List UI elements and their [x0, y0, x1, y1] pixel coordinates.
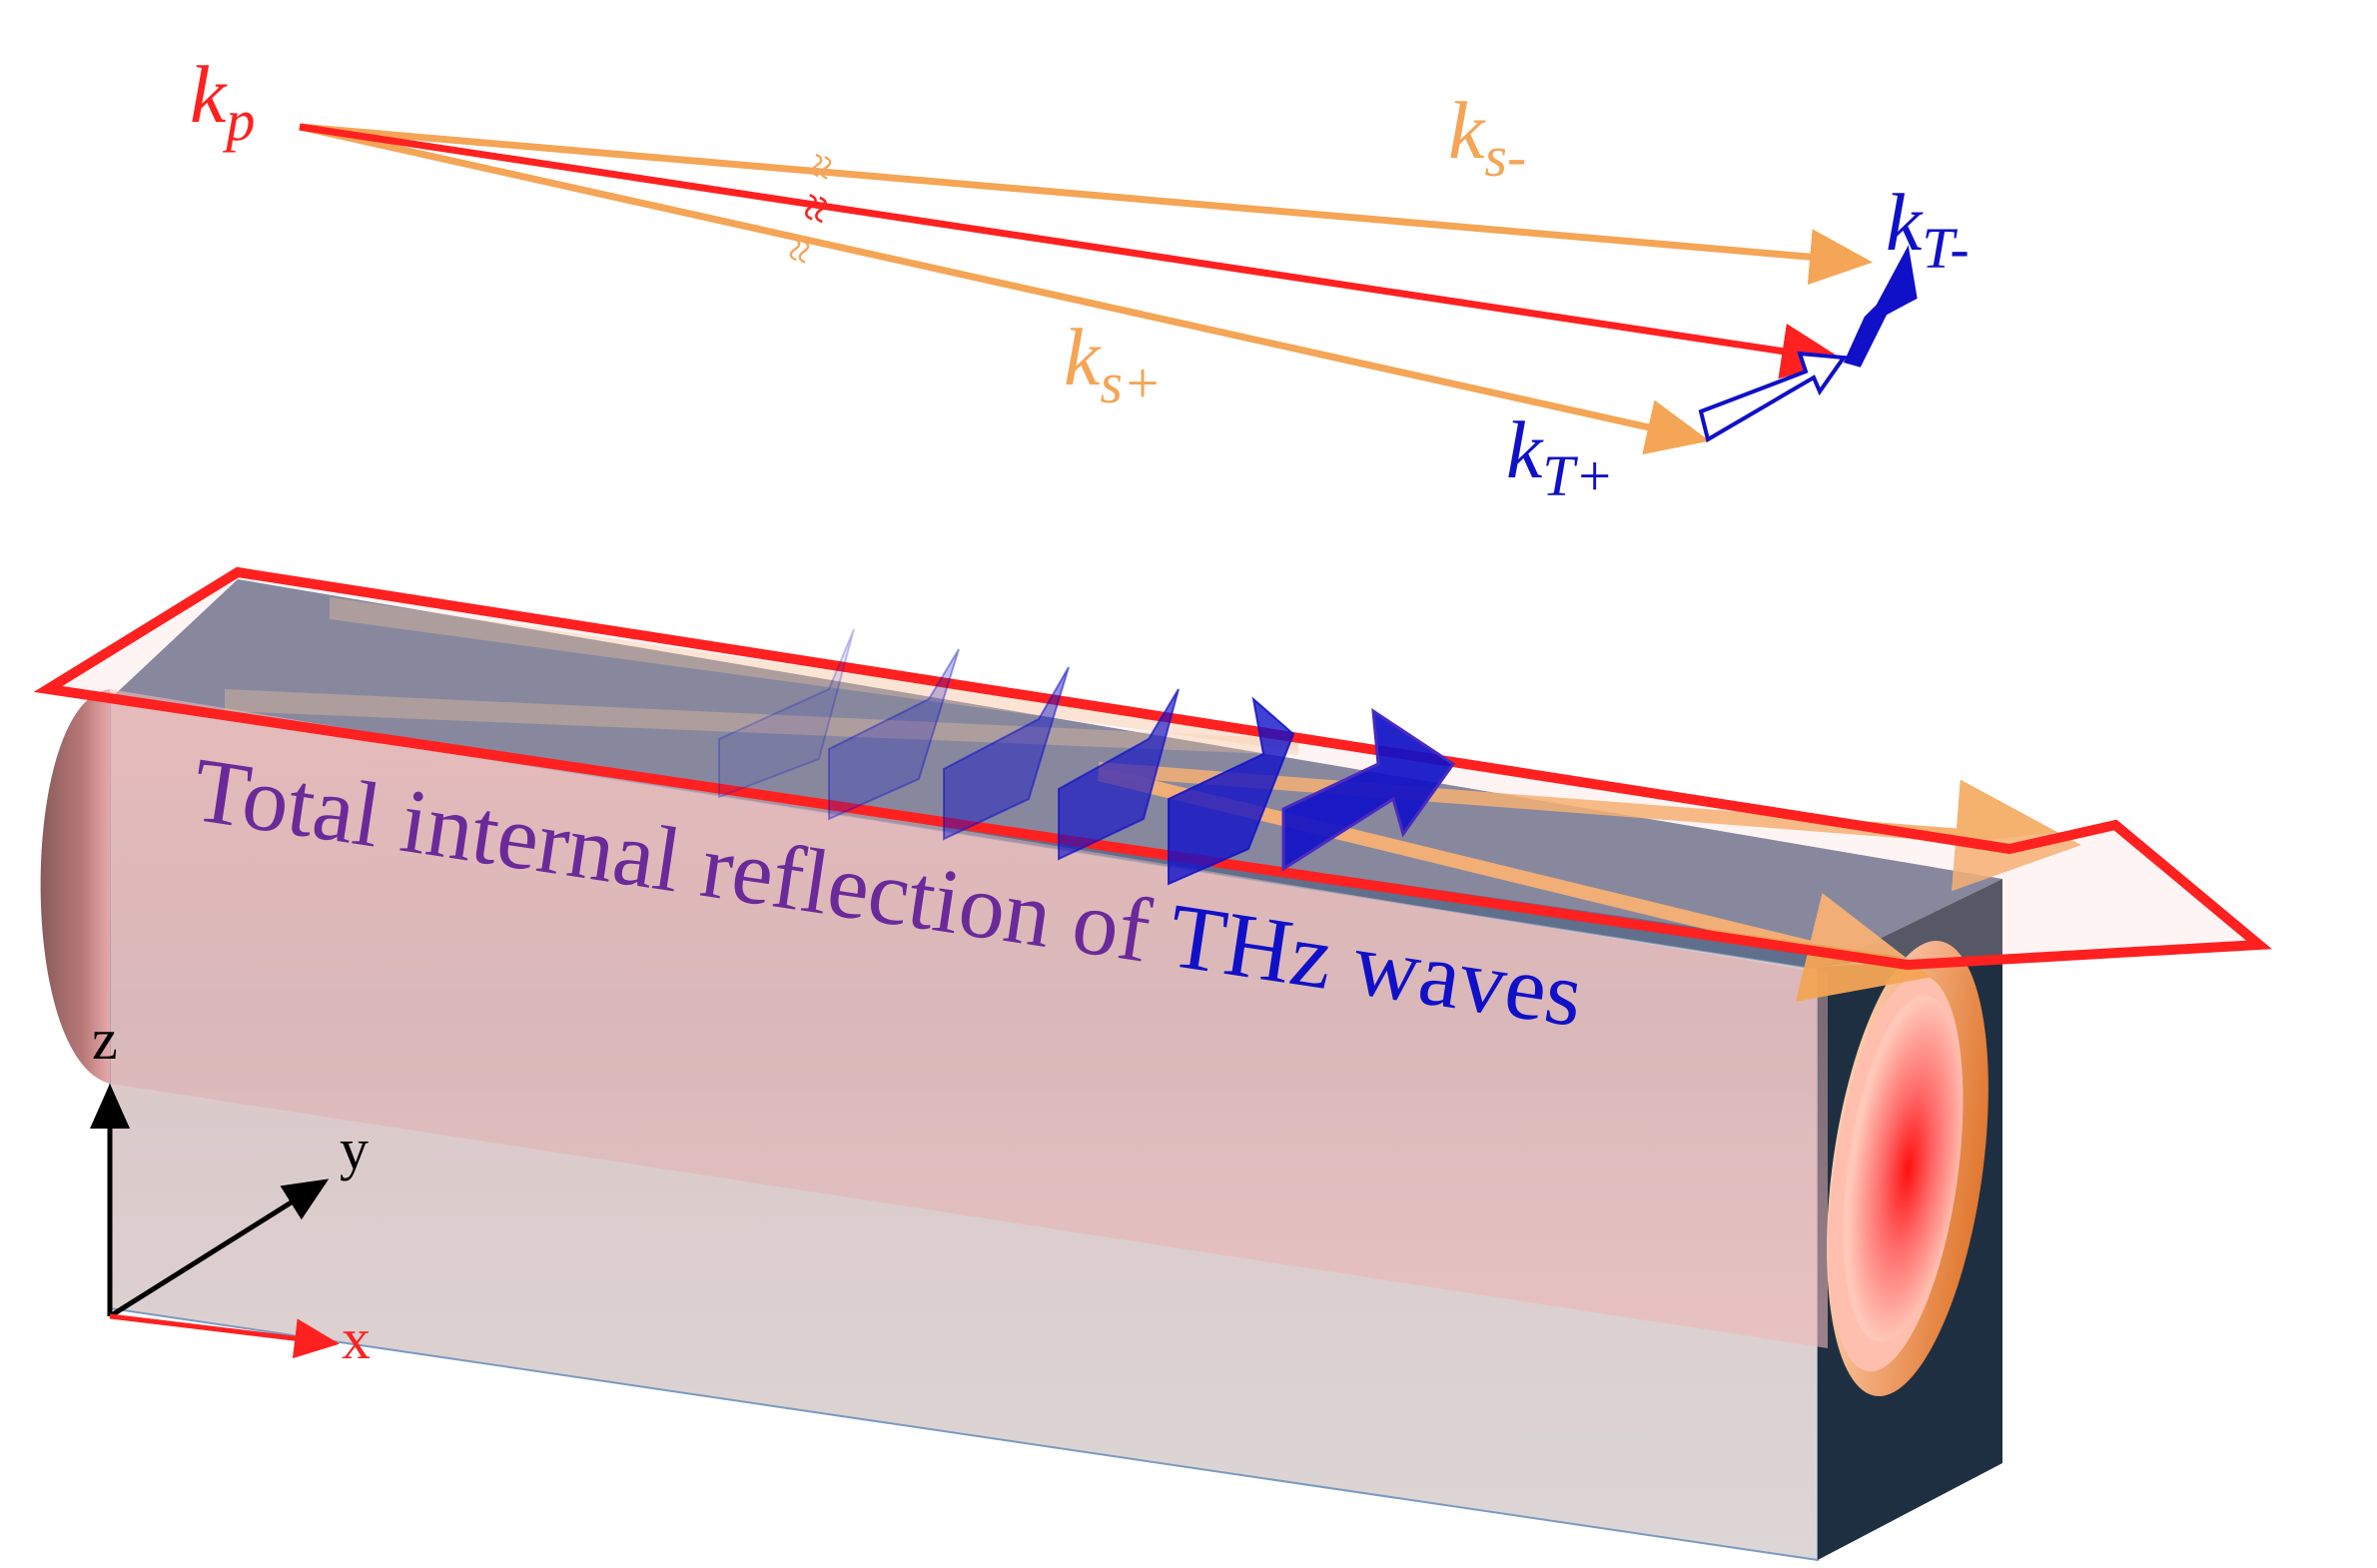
ks-plus-arrow: [299, 123, 1710, 455]
y-axis-label: y: [340, 1117, 369, 1181]
beam-exit-spot: [1827, 940, 1988, 1397]
thz-wavefront-3: [943, 666, 1070, 841]
pump-plane-outline: [33, 566, 2272, 971]
label-kp: kp: [190, 49, 255, 153]
thz-wavefront-1: [718, 628, 855, 799]
thz-wavefront-6: [1281, 708, 1456, 872]
break-mark-kp: ≈: [786, 187, 848, 229]
thz-wavefront-2: [828, 648, 960, 821]
kT-plus-arrow: [1698, 351, 1848, 443]
label-kT-plus: kT+: [1506, 404, 1614, 508]
beam-entrance-cap: [40, 689, 110, 1084]
vector-diagram: ≈ ≈ ≈ kp ks- ks+ kT- kT+: [190, 49, 1970, 508]
kp-arrow: [299, 123, 1845, 380]
label-kT-minus: kT-: [1886, 177, 1970, 281]
crystal: Total internal reflection of THz waves: [33, 566, 2272, 1562]
coordinate-axes: z y x: [90, 1007, 371, 1371]
ks-minus-arrow: [299, 123, 1873, 286]
thz-wavefronts: [718, 628, 1456, 886]
thz-wavefront-5: [1168, 696, 1295, 886]
thz-wavefront-4: [1058, 688, 1180, 861]
pump-beam-body: [110, 689, 1828, 1348]
break-mark-ks-minus: ≈: [793, 148, 849, 186]
x-axis: [109, 1313, 340, 1359]
label-ks-plus: ks+: [1064, 312, 1162, 415]
z-axis-label: z: [92, 1007, 118, 1072]
crystal-top-face: [110, 579, 2002, 969]
signal-beam-top: [330, 597, 1298, 751]
signal-beam-top-2: [225, 689, 1298, 755]
kT-minus-arrow: [1843, 245, 1918, 368]
label-ks-minus: ks-: [1448, 85, 1526, 189]
y-axis: [108, 1178, 330, 1319]
x-axis-label: x: [342, 1306, 371, 1371]
